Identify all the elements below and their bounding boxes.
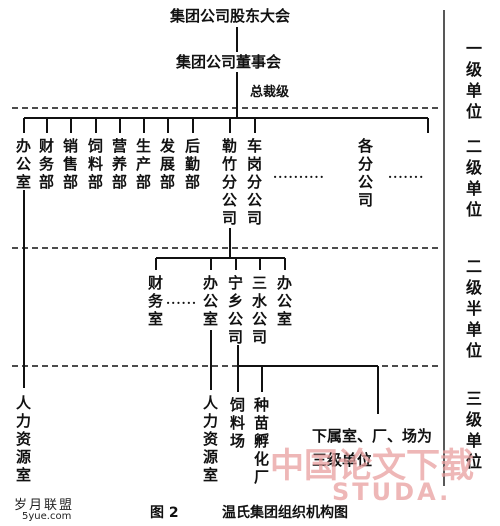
- node-subunits-text: 下属室、厂、场为三级单位: [312, 427, 433, 469]
- node-ningxiang: 宁乡公司: [227, 274, 243, 346]
- node-logistics: 后勤部: [184, 137, 200, 191]
- node-lezhu: 勒竹分公司: [221, 137, 237, 227]
- node-nutrition: 营养部: [111, 137, 127, 191]
- site-logo-url: 5yue.com: [22, 511, 72, 522]
- node-board: 集团公司董事会: [176, 53, 282, 71]
- ellipsis-mid: ······: [166, 296, 198, 310]
- node-finance: 财务部: [38, 137, 54, 191]
- node-sub-office2: 办公室: [276, 274, 292, 328]
- watermark-cn: 中国论文下载: [270, 446, 474, 486]
- node-feedmill: 饲料场: [229, 396, 245, 450]
- node-sub-office: 办公室: [202, 274, 218, 328]
- ellipsis-left: ··········: [273, 170, 325, 184]
- figure-label: 图 2: [150, 505, 179, 521]
- site-logo-name: 岁月联盟: [14, 498, 75, 513]
- node-chegang: 车岗分公司: [246, 137, 262, 227]
- node-sales: 销售部: [62, 137, 78, 191]
- level-label-3: 三级单位: [465, 389, 482, 471]
- node-hr1: 人力资源室: [15, 394, 31, 484]
- node-office: 办公室: [15, 137, 31, 191]
- node-branches: 各分公司: [357, 137, 373, 209]
- node-hatchery: 种苗孵化厂: [253, 396, 269, 486]
- level-label-2: 二级单位: [465, 137, 482, 219]
- level-label-1: 一级单位: [465, 39, 482, 121]
- node-feed: 饲料部: [87, 137, 103, 191]
- node-subunits: 下属室、厂、场为三级单位: [312, 424, 440, 472]
- node-president: 总裁级: [250, 85, 290, 100]
- node-sub-finance: 财务室: [147, 274, 163, 328]
- watermark-en: STUDA.: [332, 478, 452, 506]
- node-development: 发展部: [159, 137, 175, 191]
- node-shareholders: 集团公司股东大会: [170, 7, 291, 25]
- node-sanshui: 三水公司: [251, 274, 267, 346]
- node-production: 生产部: [135, 137, 151, 191]
- ellipsis-right: ·······: [388, 170, 425, 184]
- level-label-25: 二级半单位: [465, 257, 482, 360]
- node-hr2: 人力资源室: [202, 394, 218, 484]
- figure-title: 温氏集团组织机构图: [222, 505, 348, 521]
